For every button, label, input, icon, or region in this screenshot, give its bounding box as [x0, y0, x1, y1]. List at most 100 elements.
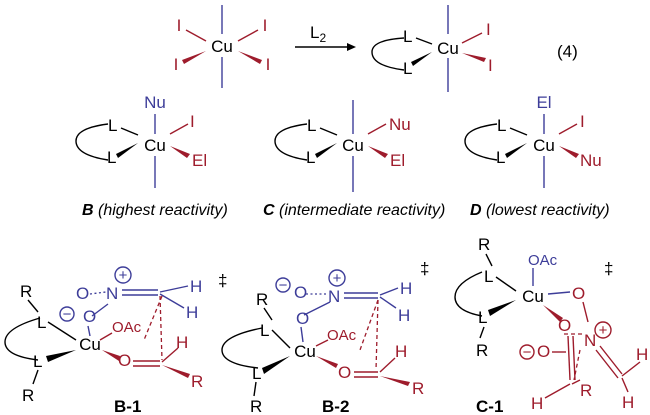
- ligand-l: L: [307, 116, 316, 135]
- ligand-el: El: [390, 151, 405, 170]
- ligand-el: El: [536, 93, 551, 112]
- transition-state-mark: ‡: [604, 259, 613, 278]
- caption-b: B (highest reactivity): [82, 202, 228, 219]
- complex-b: Nu L L Cu I El: [75, 93, 207, 188]
- minus-charge: [59, 306, 75, 322]
- atom-n: N: [328, 287, 340, 306]
- atom-o: O: [572, 284, 585, 303]
- svg-text:+: +: [119, 267, 128, 284]
- ligand-l: L: [260, 321, 269, 340]
- ligand-l: L: [496, 148, 505, 167]
- atom-h: H: [186, 303, 198, 322]
- atom-h: H: [176, 333, 188, 352]
- atom-h: H: [395, 342, 407, 361]
- atom-r: R: [22, 386, 34, 405]
- atom-i: I: [580, 112, 585, 131]
- ligand-l: L: [37, 313, 46, 332]
- atom-n: N: [106, 284, 118, 303]
- atom-h: H: [622, 393, 634, 412]
- ligand-l: L: [33, 352, 42, 371]
- caption-d: D (lowest reactivity): [470, 202, 610, 219]
- atom-o: O: [83, 307, 96, 326]
- compound-label-b2: B-2: [322, 397, 349, 415]
- transition-state-b1: R L L R Cu − O O N + H H OAc O H: [4, 266, 227, 405]
- atom-i: I: [263, 16, 268, 35]
- atom-r: R: [476, 341, 488, 360]
- svg-text:−: −: [523, 344, 532, 361]
- ligand-oac: OAc: [327, 327, 357, 344]
- atom-o: O: [537, 342, 550, 361]
- atom-i: I: [266, 55, 271, 74]
- atom-cu: Cu: [533, 136, 555, 155]
- atom-cu: Cu: [144, 136, 166, 155]
- svg-text:+: +: [599, 322, 608, 339]
- atom-h: H: [398, 306, 410, 325]
- transition-state-b2: R L L R Cu − O O N + H H ‡ OAc O H: [221, 259, 429, 415]
- equation-number: (4): [557, 42, 578, 61]
- transition-state-mark: ‡: [420, 259, 429, 278]
- ligand-l: L: [403, 59, 412, 78]
- atom-i: I: [174, 55, 179, 74]
- atom-o: O: [76, 284, 89, 303]
- atom-h: H: [531, 394, 543, 413]
- atom-h: H: [400, 279, 412, 298]
- plus-charge: [594, 321, 612, 339]
- atom-r: R: [478, 235, 490, 254]
- atom-o: O: [296, 309, 309, 328]
- minus-charge: [275, 277, 291, 293]
- atom-i: I: [177, 16, 182, 35]
- svg-text:+: +: [333, 270, 342, 287]
- plus-charge: [328, 269, 346, 287]
- minus-charge: [519, 344, 535, 360]
- caption-c: C (intermediate reactivity): [263, 202, 445, 219]
- ligand-l: L: [478, 308, 487, 327]
- atom-cu: Cu: [437, 39, 459, 58]
- compound-label-c1: C-1: [476, 397, 503, 415]
- atom-i: I: [190, 112, 195, 131]
- atom-r: R: [191, 372, 203, 391]
- atom-o: O: [294, 283, 307, 302]
- transition-state-c1: R L L R Cu OAc O O N + H H − O: [454, 235, 648, 413]
- l2-cu-iodide-complex: L L Cu I I: [371, 5, 493, 92]
- atom-o: O: [558, 316, 571, 335]
- atom-i: I: [486, 20, 491, 39]
- atom-r: R: [256, 290, 268, 309]
- ligand-l: L: [484, 267, 493, 286]
- atom-i: I: [488, 56, 493, 75]
- ligand-el: El: [192, 151, 207, 170]
- atom-r: R: [20, 282, 32, 301]
- ligand-l: L: [497, 116, 506, 135]
- atom-cu: Cu: [522, 287, 544, 306]
- ligand-l: L: [108, 116, 117, 135]
- ligand-l: L: [252, 364, 261, 383]
- atom-o: O: [338, 363, 351, 382]
- ligand-nu: Nu: [580, 151, 602, 170]
- atom-h: H: [190, 277, 202, 296]
- ligand-l: L: [306, 148, 315, 167]
- compound-label-b1: B-1: [114, 397, 141, 415]
- atom-cu: Cu: [342, 136, 364, 155]
- atom-r: R: [412, 379, 424, 398]
- reagent-ligand: L2: [310, 23, 326, 45]
- ligand-l: L: [403, 27, 412, 46]
- ligand-nu: Nu: [144, 93, 166, 112]
- complex-d: El L L Cu I Nu: [464, 93, 602, 188]
- ligand-l: L: [107, 148, 116, 167]
- atom-cu: Cu: [294, 342, 316, 361]
- atom-r: R: [580, 381, 592, 400]
- reaction-arrow: L2: [295, 23, 356, 51]
- svg-text:−: −: [63, 306, 72, 323]
- atom-n: N: [584, 331, 596, 350]
- ligand-nu: Nu: [389, 115, 411, 134]
- transition-state-mark: ‡: [218, 271, 227, 290]
- svg-text:−: −: [279, 277, 288, 294]
- atom-h: H: [636, 345, 648, 364]
- ligand-oac: OAc: [112, 319, 142, 336]
- atom-cu: Cu: [79, 335, 101, 354]
- ligand-oac: OAc: [528, 252, 558, 269]
- atom-r: R: [250, 397, 262, 415]
- plus-charge: [114, 266, 132, 284]
- cu-iodide-octahedral-complex: Cu I I I I: [174, 5, 271, 88]
- complex-c: L L Cu Nu El: [274, 100, 411, 192]
